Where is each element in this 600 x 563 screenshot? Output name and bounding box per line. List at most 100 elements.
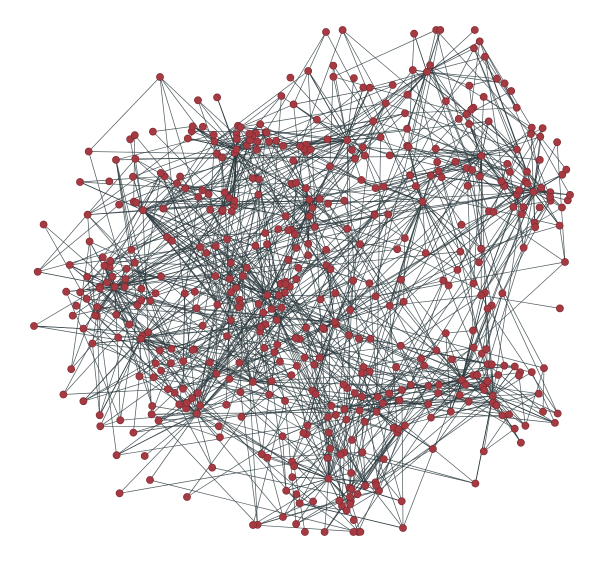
- graph-node: [343, 136, 351, 144]
- graph-edge: [252, 87, 364, 179]
- graph-node: [120, 282, 129, 291]
- graph-node: [527, 123, 536, 132]
- graph-node: [183, 134, 192, 143]
- graph-node: [324, 428, 333, 437]
- graph-node: [72, 301, 81, 310]
- graph-edge: [69, 264, 184, 362]
- graph-node: [447, 355, 456, 364]
- graph-edge: [481, 155, 518, 195]
- graph-edge: [472, 308, 488, 331]
- graph-node: [353, 490, 362, 499]
- graph-node: [248, 174, 257, 182]
- graph-edge: [376, 411, 406, 426]
- graph-edge: [139, 376, 270, 395]
- graph-node: [338, 26, 347, 34]
- graph-edge: [479, 41, 518, 108]
- graph-node: [324, 413, 332, 421]
- graph-node: [325, 162, 334, 171]
- graph-node: [100, 261, 109, 270]
- graph-edge: [346, 385, 429, 511]
- graph-edge: [468, 85, 481, 177]
- graph-node: [360, 151, 369, 160]
- graph-node: [379, 455, 388, 463]
- graph-edge: [271, 268, 331, 310]
- graph-node: [135, 372, 144, 381]
- graph-node: [494, 371, 503, 379]
- graph-edge: [315, 393, 402, 502]
- graph-edge: [346, 139, 366, 156]
- graph-edge: [142, 196, 199, 211]
- graph-edge: [212, 467, 350, 498]
- graph-edge: [441, 177, 494, 396]
- graph-edge: [481, 133, 532, 157]
- graph-edge: [288, 155, 366, 231]
- graph-node: [149, 373, 158, 382]
- graph-node: [261, 229, 269, 237]
- graph-node: [289, 100, 298, 109]
- graph-edge: [327, 416, 341, 455]
- graph-edge: [158, 420, 258, 526]
- graph-node: [365, 279, 374, 288]
- graph-edge: [304, 71, 428, 150]
- graph-node: [170, 388, 179, 397]
- graph-edge: [252, 478, 329, 526]
- graph-node: [242, 263, 251, 272]
- graph-node: [213, 93, 221, 102]
- graph-node: [188, 345, 197, 354]
- graph-edge: [133, 201, 235, 207]
- graph-edge: [142, 172, 162, 211]
- graph-node: [461, 380, 470, 389]
- graph-node: [112, 451, 121, 460]
- graph-edge: [484, 56, 528, 172]
- graph-node: [190, 287, 199, 296]
- graph-node: [295, 499, 304, 508]
- graph-edge: [222, 149, 237, 211]
- graph-edge: [66, 291, 149, 333]
- graph-node: [365, 83, 374, 92]
- graph-node: [392, 363, 400, 372]
- graph-node: [202, 249, 211, 257]
- graph-edge: [176, 183, 254, 383]
- graph-edge: [198, 145, 248, 198]
- graph-node: [517, 438, 525, 447]
- graph-edge: [252, 144, 307, 179]
- graph-edge: [133, 201, 247, 269]
- graph-node: [215, 433, 224, 442]
- graph-edge: [216, 97, 237, 150]
- graph-edge: [267, 457, 284, 518]
- graph-edge: [69, 139, 348, 266]
- graph-edge: [400, 169, 473, 280]
- graph-edge: [268, 112, 406, 142]
- graph-node: [397, 275, 405, 284]
- graph-edge: [99, 286, 462, 381]
- graph-node: [166, 359, 175, 368]
- graph-node: [378, 399, 387, 408]
- graph-edge: [329, 65, 334, 167]
- graph-node: [91, 311, 100, 320]
- graph-edge: [316, 119, 534, 193]
- graph-edge: [483, 428, 515, 452]
- graph-node: [475, 258, 483, 267]
- graph-node: [279, 141, 287, 150]
- graph-node: [395, 396, 404, 405]
- graph-node: [323, 135, 332, 144]
- graph-node: [148, 127, 157, 136]
- graph-edge: [429, 65, 473, 171]
- graph-node: [188, 394, 197, 403]
- graph-edge: [422, 201, 474, 284]
- graph-node: [30, 322, 38, 330]
- graph-edge: [115, 134, 214, 161]
- graph-node: [267, 305, 276, 313]
- graph-node: [167, 236, 176, 245]
- graph-node: [455, 391, 464, 399]
- graph-edge: [285, 448, 331, 491]
- graph-edge: [422, 201, 427, 254]
- graph-node: [232, 145, 241, 154]
- graph-edge: [114, 248, 398, 288]
- graph-edge: [99, 338, 142, 416]
- graph-node: [512, 103, 521, 112]
- graph-node: [281, 280, 290, 288]
- graph-edge: [480, 200, 551, 296]
- graph-edge: [37, 204, 120, 273]
- graph-node: [521, 421, 530, 430]
